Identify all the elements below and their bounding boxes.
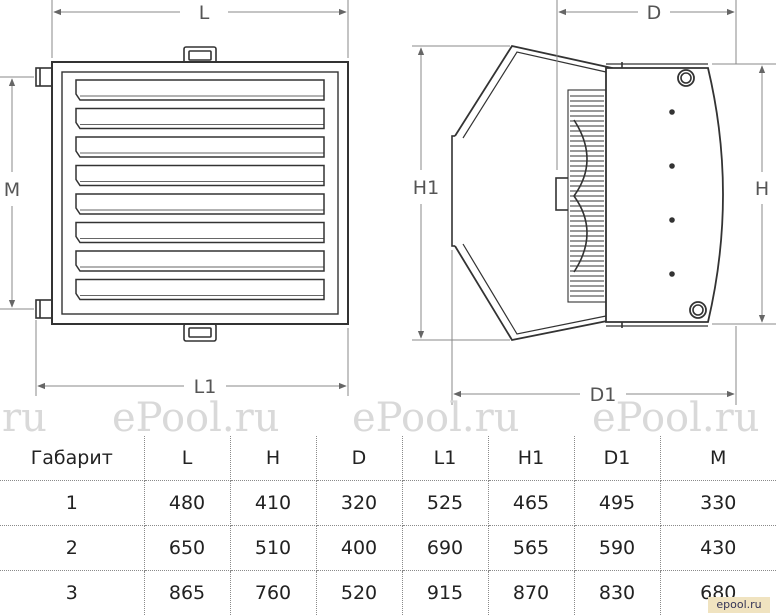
- dimension-labels: L M L1 D H1 H D1: [4, 2, 769, 406]
- watermark-epool-2: ePool.ru: [352, 395, 520, 441]
- table-cell: 565: [487, 525, 575, 571]
- dim-label-M: M: [4, 179, 20, 201]
- dim-label-H: H: [755, 178, 769, 200]
- louver-blade: [75, 250, 325, 272]
- table-cell: 650: [143, 525, 231, 571]
- watermark-ru: ru: [2, 395, 47, 441]
- header-D: D: [315, 436, 403, 481]
- dim-label-L: L: [199, 2, 210, 24]
- table-cell: 465: [487, 480, 575, 526]
- dim-label-D: D: [647, 2, 662, 24]
- front-panel: [605, 67, 724, 323]
- header-gabarit: Габарит: [0, 436, 145, 481]
- table-cell: 525: [401, 480, 489, 526]
- table-cell: 330: [659, 480, 776, 526]
- front-view: [35, 46, 349, 342]
- table-row: 2 650 510 400 690 565 590 430: [0, 525, 776, 571]
- louver-blade: [75, 278, 325, 301]
- table-cell: 510: [229, 525, 317, 571]
- site-badge[interactable]: epool.ru: [708, 597, 770, 613]
- fan-blade: [573, 119, 588, 273]
- table-cell: 865: [143, 570, 231, 615]
- header-D1: D1: [573, 436, 661, 481]
- table-cell: 870: [487, 570, 575, 615]
- table-cell: 1: [0, 480, 145, 526]
- table-cell: 410: [229, 480, 317, 526]
- table-cell: 520: [315, 570, 403, 615]
- fan-grille: [567, 89, 607, 303]
- watermark-epool-1: ePool.ru: [112, 395, 280, 441]
- table-cell: 830: [573, 570, 661, 615]
- louver-blade: [75, 221, 325, 244]
- watermark-epool-3: ePool.ru: [592, 395, 760, 441]
- table-cell: 690: [401, 525, 489, 571]
- dimensions-table: Габарит L H D L1 H1 D1 M 1 480 410 320 5…: [0, 436, 776, 615]
- side-view: [451, 44, 724, 342]
- technical-drawing: L M L1 D H1 H D1: [0, 0, 776, 406]
- table-row: 3 865 760 520 915 870 830 680: [0, 570, 776, 615]
- header-H: H: [229, 436, 317, 481]
- pipe-top: [35, 67, 53, 87]
- front-housing: [51, 61, 349, 325]
- louver-blade: [75, 193, 325, 215]
- table-cell: 915: [401, 570, 489, 615]
- table-row: 1 480 410 320 525 465 495 330: [0, 480, 776, 526]
- header-L1: L1: [401, 436, 489, 481]
- table-cell: 400: [315, 525, 403, 571]
- table-cell: 760: [229, 570, 317, 615]
- table-cell: 3: [0, 570, 145, 615]
- table-cell: 590: [573, 525, 661, 571]
- table-cell: 480: [143, 480, 231, 526]
- louvers: [75, 79, 325, 301]
- header-L: L: [143, 436, 231, 481]
- pipe-bottom: [35, 299, 53, 319]
- table-cell: 320: [315, 480, 403, 526]
- header-M: M: [659, 436, 776, 481]
- louver-blade: [75, 164, 325, 187]
- table-cell: 430: [659, 525, 776, 571]
- dim-label-H1: H1: [413, 177, 439, 199]
- header-H1: H1: [487, 436, 575, 481]
- dimension-lines: [0, 0, 776, 405]
- louver-blade: [75, 107, 325, 130]
- table-cell: 495: [573, 480, 661, 526]
- louver-blade: [75, 79, 325, 101]
- table-header-row: Габарит L H D L1 H1 D1 M: [0, 436, 776, 481]
- dim-label-D1: D1: [590, 384, 617, 406]
- table-cell: 2: [0, 525, 145, 571]
- dim-label-L1: L1: [194, 376, 217, 398]
- louver-blade: [75, 136, 325, 158]
